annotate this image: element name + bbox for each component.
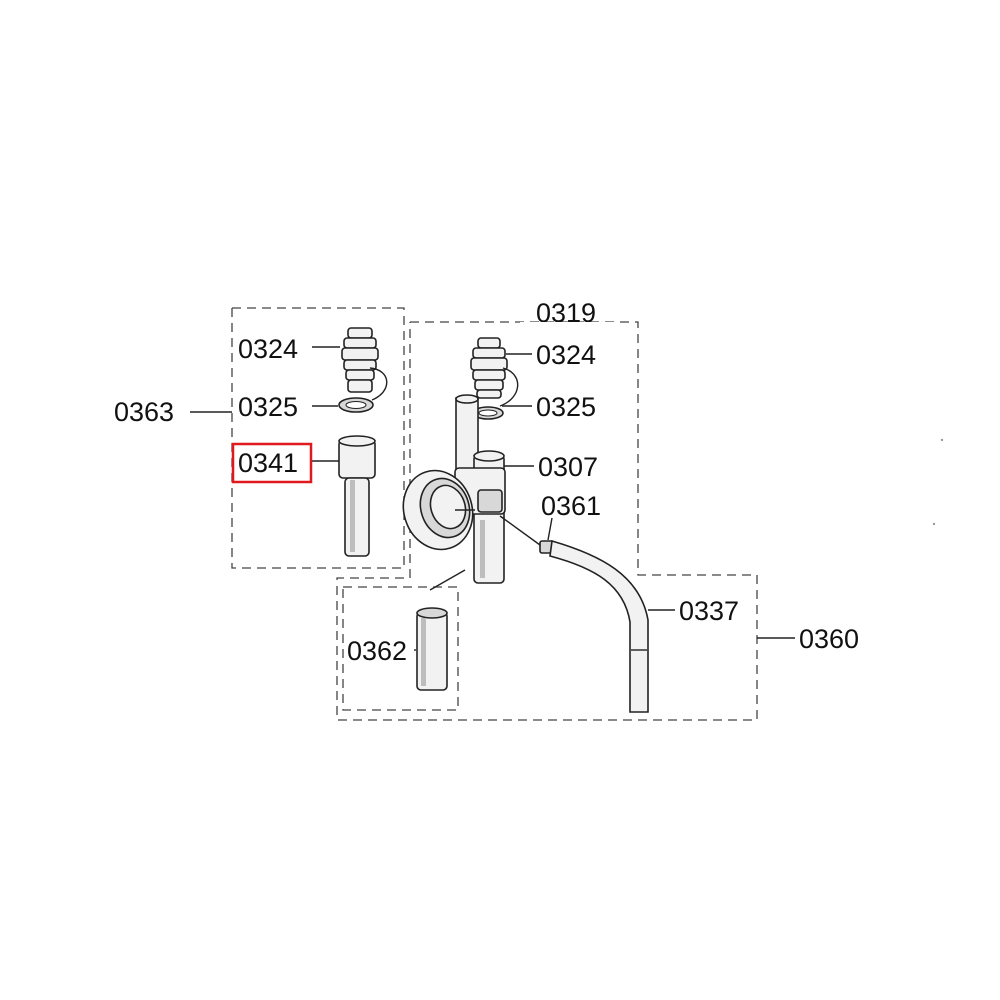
label-0324-left: 0324 <box>238 334 298 364</box>
label-0337: 0337 <box>679 596 739 626</box>
label-0361: 0361 <box>541 491 601 521</box>
part-0361 <box>499 515 555 554</box>
label-0362: 0362 <box>347 636 407 666</box>
part-0324-right <box>470 337 519 407</box>
label-0325-left: 0325 <box>238 392 298 422</box>
label-0363: 0363 <box>114 397 174 427</box>
part-0307 <box>402 394 506 584</box>
part-0324-left <box>341 327 388 401</box>
part-0337 <box>549 539 649 713</box>
highlight-box-0341 <box>231 442 313 484</box>
label-0325-right: 0325 <box>536 392 596 422</box>
label-0307: 0307 <box>538 452 598 482</box>
group-box-0360-upper <box>336 321 758 721</box>
label-0324-right: 0324 <box>536 340 596 370</box>
part-0341 <box>338 435 376 557</box>
label-0341: 0341 <box>238 448 298 478</box>
label-0360: 0360 <box>799 624 859 654</box>
part-0362 <box>416 607 448 691</box>
